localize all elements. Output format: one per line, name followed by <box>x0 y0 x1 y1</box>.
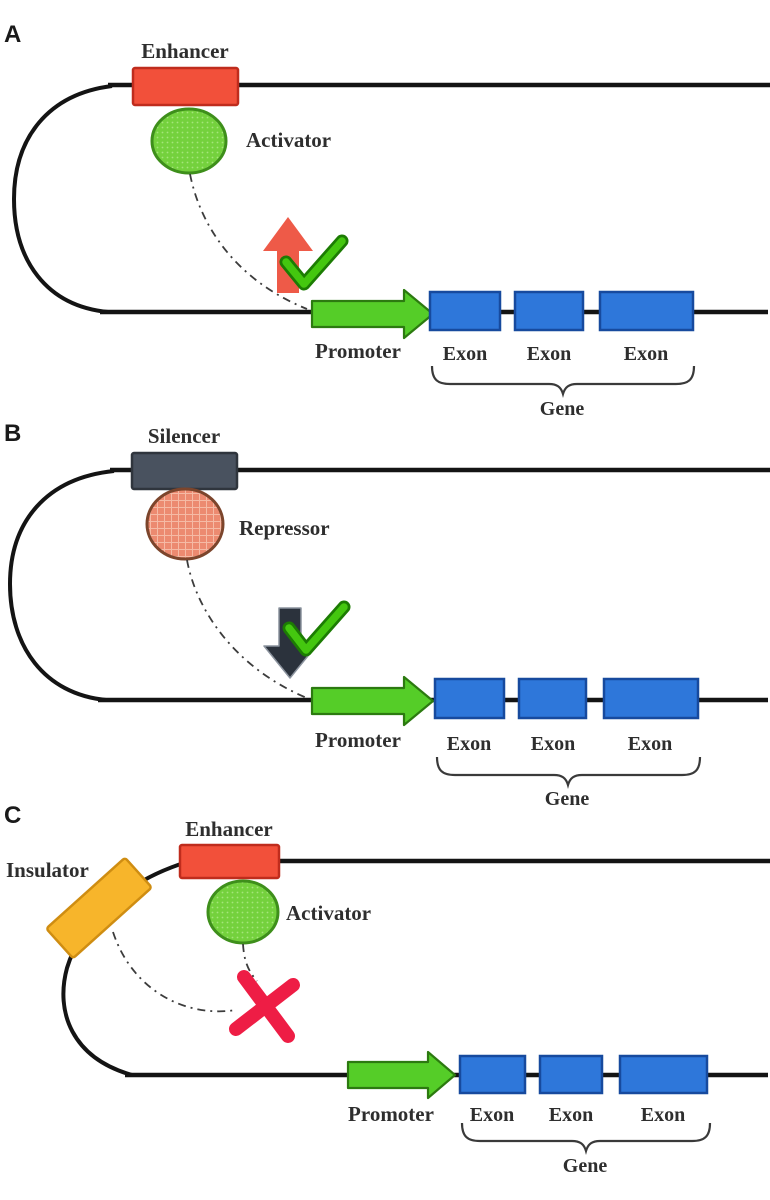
blocked-interaction-x-icon <box>229 970 300 1043</box>
insulator-label: Insulator <box>6 858 89 882</box>
interaction-dash-link-c-activator <box>242 943 258 982</box>
exon-box <box>433 677 506 720</box>
enhancer-label-c: Enhancer <box>185 817 273 841</box>
insulator-box <box>46 857 152 959</box>
exon-box <box>428 290 502 332</box>
interaction-dash-link-b <box>186 559 308 699</box>
interaction-dash-link-c-insulator <box>112 931 237 1013</box>
gene-brace-a <box>430 365 696 398</box>
repressor-circle <box>145 487 225 561</box>
panel-b-letter: B <box>4 420 21 447</box>
exon-label: Exon <box>549 1104 593 1126</box>
exon-box <box>458 1054 527 1095</box>
activator-label-a: Activator <box>246 128 331 152</box>
transcription-occurs-check-icon <box>282 237 346 288</box>
exon-label: Exon <box>443 343 487 365</box>
upregulation-arrow-icon <box>263 217 313 293</box>
exon-label: Exon <box>628 733 672 755</box>
gene-brace-b <box>435 756 702 789</box>
exon-box <box>602 677 700 720</box>
enhancer-box-c <box>178 843 281 880</box>
exon-label: Exon <box>641 1104 685 1126</box>
interaction-dash-link-a <box>189 173 308 310</box>
gene-label-a: Gene <box>540 398 585 420</box>
exon-box <box>618 1054 709 1095</box>
enhancer-label-a: Enhancer <box>141 39 229 63</box>
promoter-arrow-b <box>310 675 435 727</box>
exon-label: Exon <box>527 343 571 365</box>
exon-box <box>538 1054 604 1095</box>
exon-label: Exon <box>531 733 575 755</box>
activator-circle-a <box>150 107 228 175</box>
panel-b: B Silencer Repressor Promoter Exon Exon … <box>4 420 770 810</box>
panel-a-letter: A <box>4 21 21 48</box>
activator-circle-c <box>206 879 280 945</box>
promoter-arrow-a <box>310 288 435 340</box>
gene-label-c: Gene <box>563 1155 608 1177</box>
panel-c-letter: C <box>4 802 21 829</box>
gene-label-b: Gene <box>545 788 590 810</box>
enhancer-box-a <box>131 66 240 107</box>
transcription-occurs-check-icon <box>285 603 348 654</box>
dna-loop-a <box>11 84 113 314</box>
activator-label-c: Activator <box>286 901 371 925</box>
panel-a: A Enhancer Activator Promoter Exon Exon … <box>4 21 770 420</box>
downregulation-arrow-icon <box>263 607 317 679</box>
exon-label: Exon <box>624 343 668 365</box>
exon-box <box>517 677 588 720</box>
silencer-label: Silencer <box>148 424 220 448</box>
gene-brace-c <box>460 1122 712 1155</box>
panel-c: C Insulator Enhancer Activator Promoter … <box>4 802 770 1177</box>
exon-box <box>513 290 585 332</box>
promoter-arrow-c <box>346 1050 457 1100</box>
exon-box <box>598 290 695 332</box>
silencer-box <box>130 451 239 491</box>
repressor-label: Repressor <box>239 516 330 540</box>
promoter-label-b: Promoter <box>315 728 401 752</box>
promoter-label-c: Promoter <box>348 1102 434 1126</box>
promoter-label-a: Promoter <box>315 339 401 363</box>
dna-loop-b <box>7 469 115 702</box>
x-stroke <box>229 978 300 1036</box>
exon-label: Exon <box>447 733 491 755</box>
exon-label: Exon <box>470 1104 514 1126</box>
